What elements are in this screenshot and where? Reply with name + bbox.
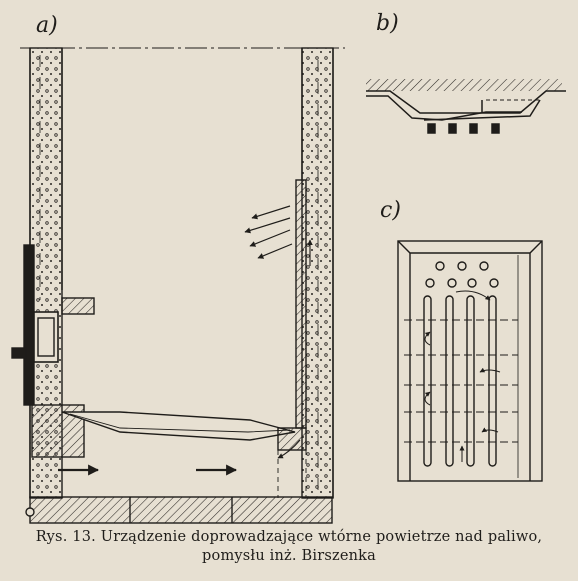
caption-line-1: Rys. 13. Urządzenie doprowadzające wtórn… bbox=[35, 529, 543, 545]
figure-caption: Rys. 13. Urządzenie doprowadzające wtórn… bbox=[0, 528, 578, 566]
panel-b-drawing bbox=[366, 79, 566, 134]
panel-label-c: c) bbox=[380, 198, 401, 223]
panel-a-drawing bbox=[11, 47, 345, 524]
panel-label-a: a) bbox=[36, 13, 58, 38]
caption-line-2: pomysłu inż. Birszenka bbox=[202, 548, 376, 564]
panel-label-b: b) bbox=[376, 11, 399, 36]
panel-c-drawing bbox=[397, 240, 543, 482]
